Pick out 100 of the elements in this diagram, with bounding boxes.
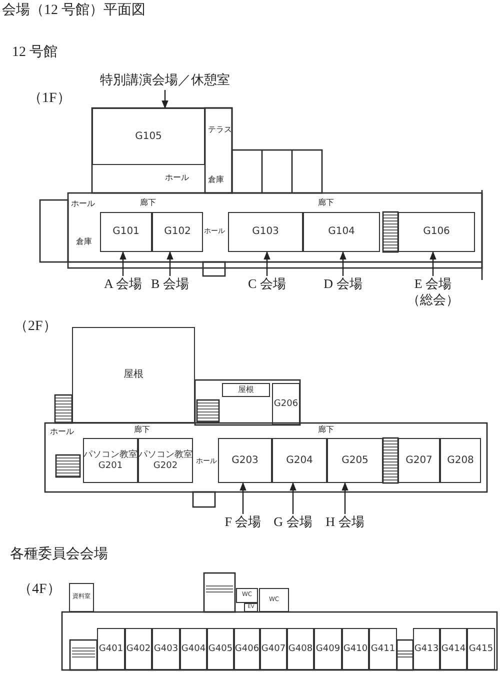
room-label: G407: [261, 644, 286, 654]
room-label: G204: [286, 454, 313, 466]
arrow: [240, 482, 246, 514]
room-label: G102: [164, 226, 191, 238]
room-label: G402: [126, 644, 151, 654]
area-label: 廊下: [140, 199, 156, 207]
venue-label: A 会場: [104, 276, 142, 292]
arrow: [162, 90, 168, 109]
room-box: [398, 212, 475, 252]
arrow: [290, 482, 296, 514]
room-label: G405: [208, 644, 233, 654]
room-box: [92, 108, 205, 165]
venue-label: E 会場: [414, 276, 452, 292]
room-box: [234, 628, 260, 670]
room-box: [218, 438, 272, 483]
room-box: [440, 438, 481, 483]
room-box: [369, 628, 397, 670]
room-label: G403: [154, 644, 178, 654]
section-heading: 12 号館: [12, 46, 58, 60]
area-label: 廊下: [318, 426, 334, 434]
room-box: [440, 628, 467, 670]
venue-label: （総会）: [407, 292, 459, 308]
title: 会場（12 号館）平面図: [2, 4, 146, 18]
room-box: [180, 628, 207, 670]
room-label: G104: [328, 226, 355, 238]
room-label: パソコン教室: [84, 450, 138, 460]
floor-label: （4F）: [18, 583, 61, 597]
room-box: [152, 628, 180, 670]
room-label: G105: [135, 130, 162, 142]
room-box: [260, 628, 287, 670]
room-label: G413: [414, 644, 439, 654]
room-box: [398, 438, 440, 483]
arrow: [342, 482, 348, 514]
room-box: [413, 628, 440, 670]
area-label: ホール: [71, 200, 95, 208]
arrow: [264, 251, 270, 276]
room-label: G202: [153, 460, 178, 471]
venue-label: F 会場: [224, 514, 262, 530]
room-box: [303, 212, 380, 252]
area-label: 倉庫: [208, 176, 224, 184]
venue-label: H 会場: [326, 514, 364, 530]
arrow: [166, 251, 174, 276]
room-box: [467, 628, 495, 670]
room-label: G206: [274, 398, 298, 410]
floor-label: （1F）: [28, 92, 71, 106]
venue-label: C 会場: [248, 276, 286, 292]
room-label: G201: [98, 460, 123, 471]
room-label: G207: [406, 454, 432, 466]
area-label: 倉庫: [76, 238, 92, 246]
room-box: [314, 628, 342, 670]
room-box: [97, 628, 125, 670]
room-box: [125, 628, 152, 670]
room-label: G106: [423, 226, 450, 238]
room-label: G401: [98, 644, 124, 654]
room-box: [69, 583, 94, 612]
arrow: [120, 251, 126, 276]
room-box: [72, 327, 195, 423]
room-label: パソコン教室: [138, 450, 192, 460]
room-box: [272, 383, 300, 425]
room-label: G411: [370, 644, 396, 654]
room-box: [100, 212, 152, 252]
room-box: [287, 628, 314, 670]
arrow: [430, 251, 436, 276]
room-box: [236, 588, 258, 603]
area-label: 廊下: [318, 199, 334, 207]
room-label: G101: [112, 226, 140, 238]
room-label: G205: [342, 454, 368, 466]
room-box: [222, 383, 270, 397]
venue-label: G 会場: [274, 514, 312, 530]
area-label: 廊下: [134, 426, 150, 434]
room-box: [244, 603, 258, 612]
area-label: ホール: [50, 428, 74, 436]
floor-label: （2F）: [14, 320, 57, 334]
room-label: G103: [252, 226, 279, 238]
room-label: G203: [232, 454, 258, 466]
venue-label: B 会場: [151, 276, 189, 292]
room-label: G404: [181, 644, 206, 654]
room-label: G414: [441, 644, 466, 654]
room-box: [272, 438, 327, 483]
venue-label: D 会場: [324, 276, 362, 292]
room-box: [138, 438, 193, 483]
room-label: G410: [343, 644, 368, 654]
area-label: ホール: [165, 174, 189, 182]
room-label: 屋根: [238, 385, 254, 395]
room-box: [83, 438, 138, 483]
room-label: G415: [468, 644, 494, 654]
room-label: G408: [288, 644, 313, 654]
room-label: G406: [234, 644, 260, 654]
room-label: G409: [316, 644, 340, 654]
room-box: [342, 628, 369, 670]
room-label: G208: [447, 454, 474, 466]
room-box: [207, 628, 234, 670]
room-box: [152, 212, 203, 252]
room-box: [259, 588, 289, 612]
room-label: 屋根: [124, 369, 144, 381]
arrow: [340, 251, 346, 276]
room-box: [327, 438, 383, 483]
venue-label: 特別講演会場／休憩室: [100, 72, 230, 88]
section-heading: 各種委員会会場: [10, 548, 108, 562]
room-box: [228, 212, 303, 252]
